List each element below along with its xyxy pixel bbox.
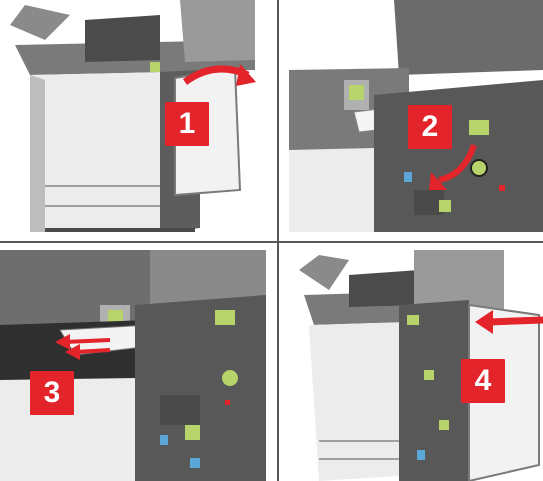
step-2-badge: 2 bbox=[408, 105, 452, 149]
step-2-panel: 2 bbox=[289, 0, 543, 232]
step-3-panel: 3 bbox=[0, 250, 266, 481]
step-1-panel: 1 bbox=[0, 0, 266, 232]
horizontal-divider bbox=[0, 241, 543, 243]
printer-illustration bbox=[0, 250, 266, 481]
printer-illustration bbox=[0, 0, 266, 232]
step-4-panel: 4 bbox=[289, 250, 543, 481]
step-3-badge: 3 bbox=[30, 371, 74, 415]
step-4-badge: 4 bbox=[461, 359, 505, 403]
step-1-badge: 1 bbox=[165, 102, 209, 146]
